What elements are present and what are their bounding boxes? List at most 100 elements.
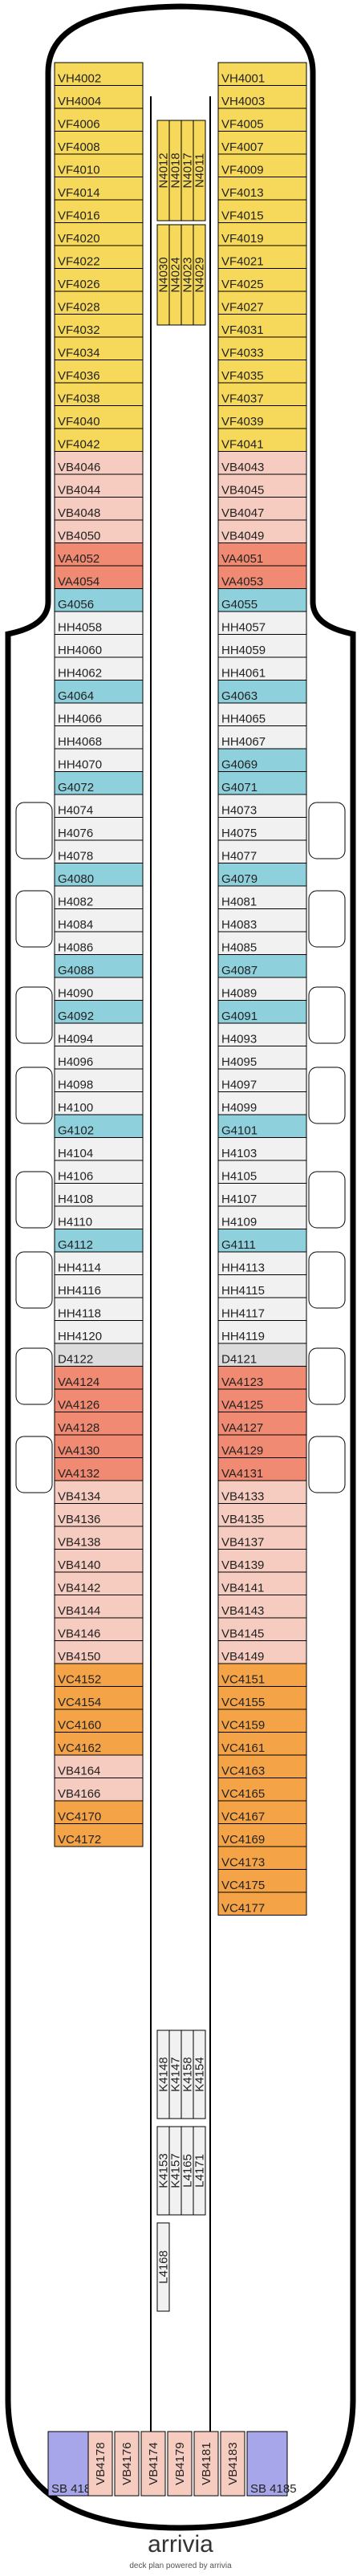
cabin-VA4130[interactable]: VA4130 <box>54 1434 144 1458</box>
cabin-VB4183[interactable]: VB4183 <box>220 2431 245 2497</box>
cabin-VA4132[interactable]: VA4132 <box>54 1457 144 1481</box>
cabin-H4103[interactable]: H4103 <box>217 1137 307 1161</box>
cabin-VF4040[interactable]: VF4040 <box>54 405 144 429</box>
cabin-VB4137[interactable]: VB4137 <box>217 1526 307 1550</box>
cabin-VC4152[interactable]: VC4152 <box>54 1663 144 1687</box>
cabin-G4111[interactable]: G4111 <box>217 1229 307 1253</box>
cabin-G4102[interactable]: G4102 <box>54 1114 144 1138</box>
cabin-VB4144[interactable]: VB4144 <box>54 1595 144 1619</box>
cabin-VC4173[interactable]: VC4173 <box>217 1846 307 1870</box>
cabin-VB4135[interactable]: VB4135 <box>217 1503 307 1527</box>
cabin-VF4007[interactable]: VF4007 <box>217 131 307 155</box>
cabin-VH4003[interactable]: VH4003 <box>217 85 307 109</box>
cabin-VB4145[interactable]: VB4145 <box>217 1617 307 1641</box>
cabin-VF4022[interactable]: VF4022 <box>54 245 144 269</box>
cabin-SB4180[interactable]: SB 4180 <box>47 2431 98 2497</box>
cabin-N4012[interactable]: N4012 <box>156 120 171 221</box>
cabin-VF4016[interactable]: VF4016 <box>54 199 144 223</box>
cabin-VA4131[interactable]: VA4131 <box>217 1457 307 1481</box>
cabin-G4101[interactable]: G4101 <box>217 1114 307 1138</box>
cabin-H4094[interactable]: H4094 <box>54 1022 144 1046</box>
cabin-HH4065[interactable]: HH4065 <box>217 702 307 726</box>
cabin-HH4070[interactable]: HH4070 <box>54 748 144 772</box>
cabin-HH4115[interactable]: HH4115 <box>217 1274 307 1298</box>
cabin-H4089[interactable]: H4089 <box>217 977 307 1001</box>
cabin-H4075[interactable]: H4075 <box>217 817 307 841</box>
cabin-VA4054[interactable]: VA4054 <box>54 565 144 589</box>
cabin-VC4151[interactable]: VC4151 <box>217 1663 307 1687</box>
cabin-K4158[interactable]: K4158 <box>180 2030 195 2119</box>
cabin-H4106[interactable]: H4106 <box>54 1160 144 1184</box>
cabin-G4079[interactable]: G4079 <box>217 863 307 887</box>
cabin-HH4059[interactable]: HH4059 <box>217 634 307 658</box>
cabin-VF4026[interactable]: VF4026 <box>54 268 144 292</box>
cabin-H4085[interactable]: H4085 <box>217 931 307 955</box>
cabin-VB4134[interactable]: VB4134 <box>54 1480 144 1504</box>
cabin-HH4120[interactable]: HH4120 <box>54 1320 144 1344</box>
cabin-VB4045[interactable]: VB4045 <box>217 473 307 498</box>
cabin-VC4155[interactable]: VC4155 <box>217 1686 307 1710</box>
cabin-D4121[interactable]: D4121 <box>217 1343 307 1367</box>
cabin-VF4039[interactable]: VF4039 <box>217 405 307 429</box>
cabin-H4093[interactable]: H4093 <box>217 1022 307 1046</box>
cabin-HH4060[interactable]: HH4060 <box>54 634 144 658</box>
cabin-H4082[interactable]: H4082 <box>54 885 144 909</box>
cabin-G4069[interactable]: G4069 <box>217 748 307 772</box>
cabin-VC4162[interactable]: VC4162 <box>54 1732 144 1756</box>
cabin-HH4119[interactable]: HH4119 <box>217 1320 307 1344</box>
cabin-H4107[interactable]: H4107 <box>217 1183 307 1207</box>
cabin-VB4164[interactable]: VB4164 <box>54 1754 144 1778</box>
cabin-VF4006[interactable]: VF4006 <box>54 108 144 132</box>
cabin-N4011[interactable]: N4011 <box>193 120 207 221</box>
cabin-H4081[interactable]: H4081 <box>217 885 307 909</box>
cabin-D4122[interactable]: D4122 <box>54 1343 144 1367</box>
cabin-HH4057[interactable]: HH4057 <box>217 611 307 635</box>
cabin-H4105[interactable]: H4105 <box>217 1160 307 1184</box>
cabin-H4083[interactable]: H4083 <box>217 908 307 932</box>
cabin-G4092[interactable]: G4092 <box>54 1000 144 1024</box>
cabin-VF4021[interactable]: VF4021 <box>217 245 307 269</box>
cabin-HH4067[interactable]: HH4067 <box>217 725 307 750</box>
cabin-VA4051[interactable]: VA4051 <box>217 542 307 567</box>
cabin-VA4124[interactable]: VA4124 <box>54 1366 144 1390</box>
cabin-H4108[interactable]: H4108 <box>54 1183 144 1207</box>
cabin-VC4161[interactable]: VC4161 <box>217 1732 307 1756</box>
cabin-K4153[interactable]: K4153 <box>156 2126 171 2216</box>
cabin-VF4025[interactable]: VF4025 <box>217 268 307 292</box>
cabin-H4086[interactable]: H4086 <box>54 931 144 955</box>
cabin-K4154[interactable]: K4154 <box>193 2030 207 2119</box>
cabin-L4165[interactable]: L4165 <box>180 2126 195 2216</box>
cabin-VF4019[interactable]: VF4019 <box>217 222 307 246</box>
cabin-HH4058[interactable]: HH4058 <box>54 611 144 635</box>
cabin-VH4004[interactable]: VH4004 <box>54 85 144 109</box>
cabin-HH4062[interactable]: HH4062 <box>54 656 144 681</box>
cabin-VF4033[interactable]: VF4033 <box>217 336 307 360</box>
cabin-VF4014[interactable]: VF4014 <box>54 177 144 201</box>
cabin-VB4139[interactable]: VB4139 <box>217 1549 307 1573</box>
cabin-VA4123[interactable]: VA4123 <box>217 1366 307 1390</box>
cabin-HH4117[interactable]: HH4117 <box>217 1297 307 1321</box>
cabin-VB4046[interactable]: VB4046 <box>54 451 144 475</box>
cabin-VC4160[interactable]: VC4160 <box>54 1709 144 1733</box>
cabin-SB4185[interactable]: SB 4185 <box>246 2431 297 2497</box>
cabin-VF4008[interactable]: VF4008 <box>54 131 144 155</box>
cabin-VF4015[interactable]: VF4015 <box>217 199 307 223</box>
cabin-H4076[interactable]: H4076 <box>54 817 144 841</box>
cabin-VB4143[interactable]: VB4143 <box>217 1595 307 1619</box>
cabin-VF4035[interactable]: VF4035 <box>217 360 307 384</box>
cabin-VA4127[interactable]: VA4127 <box>217 1412 307 1436</box>
cabin-VB4048[interactable]: VB4048 <box>54 497 144 521</box>
cabin-VB4178[interactable]: VB4178 <box>87 2431 113 2497</box>
cabin-VB4136[interactable]: VB4136 <box>54 1503 144 1527</box>
cabin-HH4113[interactable]: HH4113 <box>217 1251 307 1275</box>
cabin-VC4175[interactable]: VC4175 <box>217 1869 307 1893</box>
cabin-VF4005[interactable]: VF4005 <box>217 108 307 132</box>
cabin-N4029[interactable]: N4029 <box>193 224 207 326</box>
cabin-VF4036[interactable]: VF4036 <box>54 360 144 384</box>
cabin-VB4049[interactable]: VB4049 <box>217 519 307 543</box>
cabin-G4087[interactable]: G4087 <box>217 954 307 978</box>
cabin-VB4176[interactable]: VB4176 <box>114 2431 140 2497</box>
cabin-VB4133[interactable]: VB4133 <box>217 1480 307 1504</box>
cabin-VB4043[interactable]: VB4043 <box>217 451 307 475</box>
cabin-VF4020[interactable]: VF4020 <box>54 222 144 246</box>
